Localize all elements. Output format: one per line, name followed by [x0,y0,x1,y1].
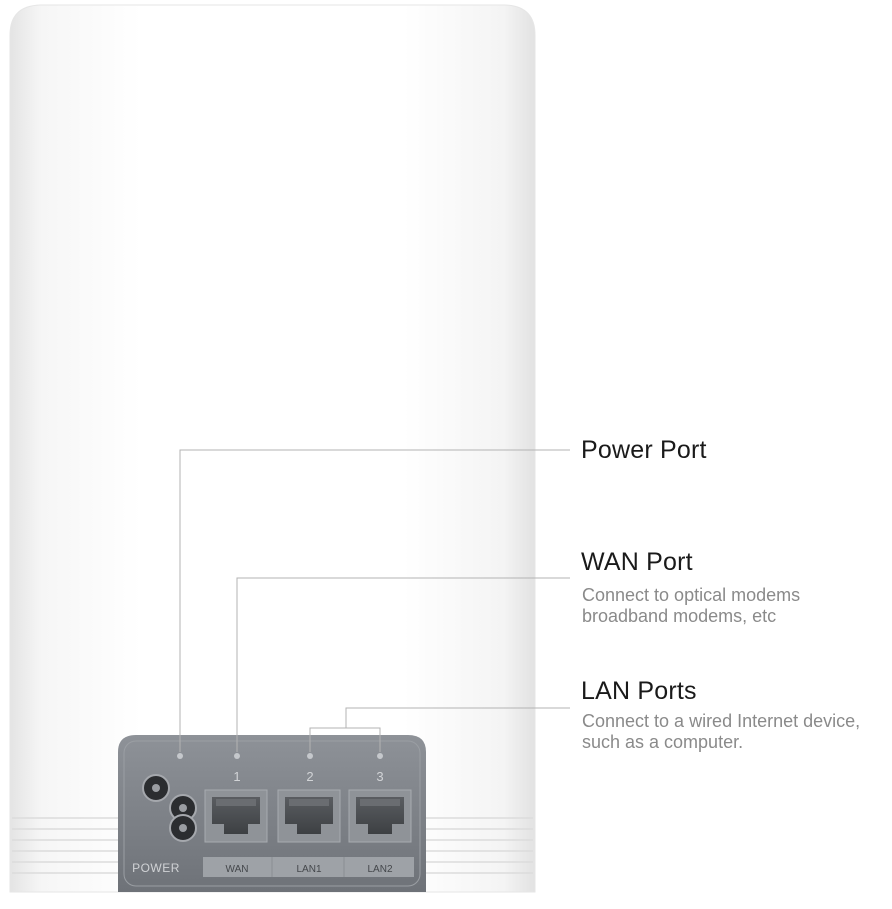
callout-leader-lines [179,449,570,752]
ethernet-port-lan2 [348,789,412,843]
power-socket [142,774,197,842]
port-number-2: 2 [306,769,313,784]
port-indicator-dots [177,753,383,759]
port-label-strip [203,857,414,877]
wan-leader-line [236,577,570,752]
wan-port-description-2: broadband modems, etc [582,606,777,626]
power-port-title: Power Port [581,436,707,464]
router-body [9,4,536,893]
port-label-lan2: LAN2 [367,864,392,875]
ethernet-port-lan1 [277,789,341,843]
port-number-3: 3 [376,769,383,784]
port-label-lan1: LAN1 [296,864,321,875]
lan-ports-description-1: Connect to a wired Internet device, [582,711,861,731]
power-leader-line [179,449,570,752]
lan-leader-line-join [345,707,570,728]
lan-leader-line [309,727,381,752]
port-number-1: 1 [233,769,240,784]
power-label: POWER [132,861,180,875]
rear-port-panel [118,735,426,892]
lan-ports-description-2: such as a computer. [582,732,744,752]
wan-port-description-1: Connect to optical modems [582,585,801,605]
lan-ports-title: LAN Ports [581,677,697,705]
ethernet-port-wan [204,789,268,843]
port-label-wan: WAN [226,864,249,875]
wan-port-title: WAN Port [581,548,693,576]
